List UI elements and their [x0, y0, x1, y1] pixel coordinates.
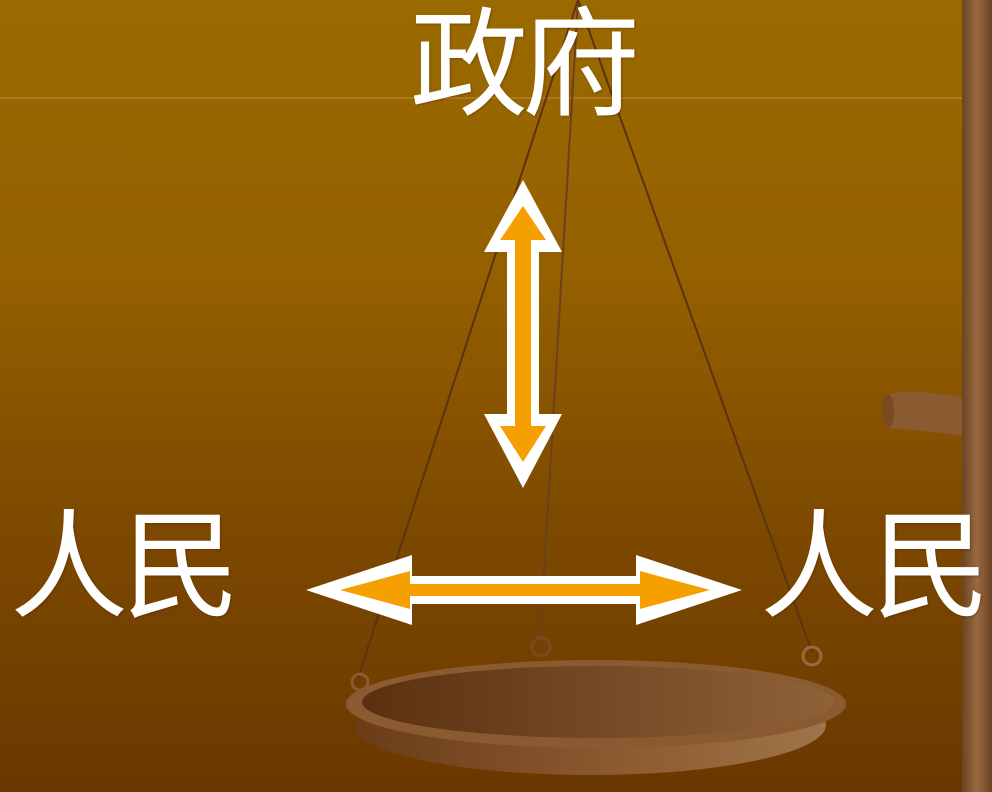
vertical-double-arrow-fill	[500, 206, 546, 462]
horizontal-double-arrow-fill	[340, 571, 710, 609]
scale-arm	[886, 391, 962, 436]
label-government: 政府	[410, 0, 640, 134]
scale-arm-end	[882, 394, 894, 428]
scale-pan-inner	[362, 666, 834, 738]
scale-string-middle	[539, 0, 579, 641]
scale-post	[962, 0, 992, 792]
balance-scale-image	[346, 0, 992, 792]
scale-hook-middle	[530, 636, 552, 658]
label-people-right: 人民	[760, 498, 990, 636]
label-people-left: 人民	[10, 498, 240, 636]
scale-hook-right	[801, 645, 823, 667]
scale-string-right	[577, 0, 813, 653]
